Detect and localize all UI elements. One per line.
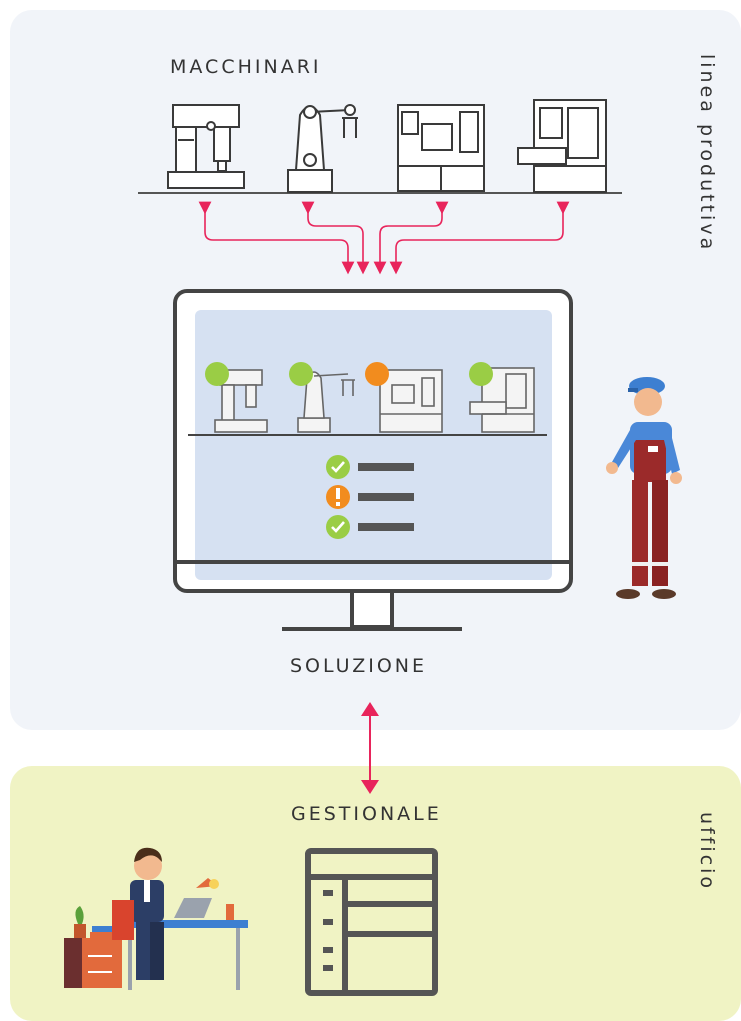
monitor-screen [195, 310, 552, 580]
machines-title: MACCHINARI [170, 56, 322, 78]
cnc-lathe-status-dot [365, 362, 389, 386]
robotic-arm-icon [287, 104, 358, 193]
machines-row [138, 99, 622, 194]
screen-drill-press-icon [214, 369, 268, 433]
status-dots [205, 362, 493, 386]
management-title: GESTIONALE [291, 803, 442, 825]
monitor [173, 289, 573, 631]
connection-arrows [198, 201, 570, 275]
checklist-line [358, 463, 414, 471]
robotic-arm-status-dot [289, 362, 313, 386]
cnc-mill-status-dot [469, 362, 493, 386]
screen-cnc-mill-icon [469, 367, 535, 433]
screen-machines [188, 367, 547, 436]
production-line-label: linea produttiva [696, 54, 718, 253]
monitor-neck [350, 589, 394, 629]
checklist-line [358, 493, 414, 501]
drill-press-status-dot [205, 362, 229, 386]
solution-management-arrow [361, 702, 379, 794]
screen-cnc-lathe-icon [379, 369, 443, 433]
office-worker-illustration [64, 847, 248, 990]
management-software-icon [305, 848, 438, 996]
cnc-mill-icon [517, 99, 607, 193]
checklist [326, 455, 414, 539]
solution-title: SOLUZIONE [290, 655, 428, 677]
cnc-lathe-icon [397, 104, 485, 192]
checklist-line [358, 523, 414, 531]
drill-press-icon [167, 104, 245, 189]
factory-worker-illustration [606, 377, 682, 599]
office-label: ufficio [696, 812, 718, 892]
